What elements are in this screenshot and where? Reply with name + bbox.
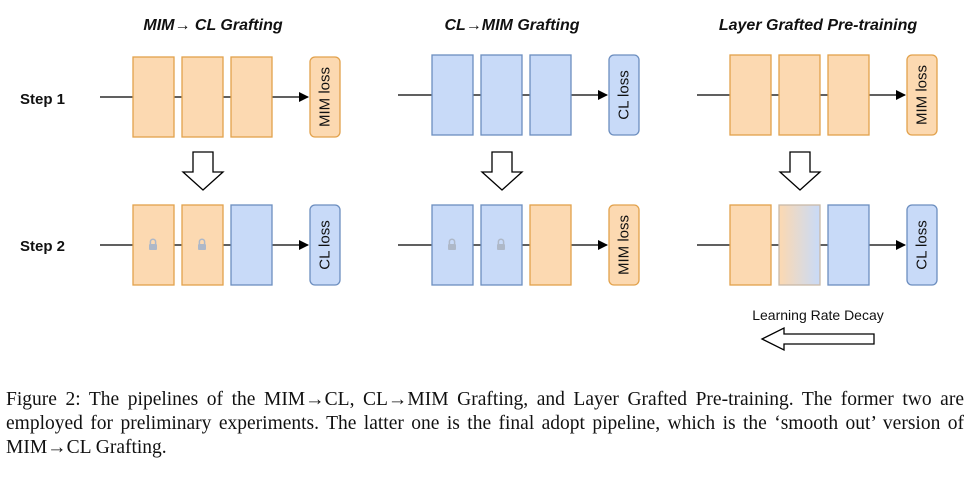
mim-layer-block	[729, 54, 772, 136]
mim-layer-block	[132, 56, 175, 138]
down-arrow-icon	[181, 151, 225, 191]
column-mim-cl: MIM loss CL loss	[100, 56, 341, 286]
column-layer-grafted: MIM loss CL loss Learning Rate Decay	[697, 54, 938, 352]
mim-layer-block	[827, 54, 870, 136]
loss-box	[309, 204, 341, 286]
mim-layer-block	[778, 54, 821, 136]
down-arrow-icon	[778, 151, 822, 191]
loss-label: MIM loss	[914, 65, 931, 125]
mim-layer-block	[230, 56, 273, 138]
step-2-label: Step 2	[20, 238, 65, 255]
blended-layer-block	[778, 204, 821, 286]
mim-layer-block	[729, 204, 772, 286]
column-cl-mim: CL loss MIM loss	[398, 54, 640, 286]
down-arrow-icon	[480, 151, 524, 191]
loss-label: MIM loss	[616, 215, 633, 275]
loss-label: CL loss	[616, 70, 633, 119]
learning-rate-decay-label: Learning Rate Decay	[752, 307, 884, 323]
loss-label: CL loss	[317, 220, 334, 269]
column-title-cl-mim: CL→MIM Grafting	[444, 17, 579, 34]
cl-layer-block	[480, 54, 523, 136]
cl-layer-block	[827, 204, 870, 286]
loss-box	[608, 204, 640, 286]
loss-box	[906, 54, 938, 136]
column-title-layer-grafted: Layer Grafted Pre-training	[719, 17, 918, 34]
cl-layer-block	[230, 204, 273, 286]
loss-label: CL loss	[914, 220, 931, 269]
loss-label: MIM loss	[317, 67, 334, 127]
loss-box	[309, 56, 341, 138]
cl-layer-block	[431, 54, 474, 136]
column-title-mim-cl: MIM→ CL Grafting	[143, 17, 282, 34]
loss-box	[906, 204, 938, 286]
step-1-label: Step 1	[20, 91, 65, 108]
cl-layer-block	[529, 54, 572, 136]
pipeline-diagram: MIM→ CL Grafting CL→MIM Grafting Layer G…	[20, 17, 938, 352]
loss-box	[608, 54, 640, 136]
mim-layer-block	[529, 204, 572, 286]
left-arrow-icon	[760, 326, 875, 352]
mim-layer-block	[181, 56, 224, 138]
pipeline-figure: MIM→ CL Grafting CL→MIM Grafting Layer G…	[20, 17, 938, 352]
caption-text: Figure 2: The pipelines of the MIM→CL, C…	[6, 389, 964, 458]
figure-caption: Figure 2: The pipelines of the MIM→CL, C…	[6, 388, 964, 460]
